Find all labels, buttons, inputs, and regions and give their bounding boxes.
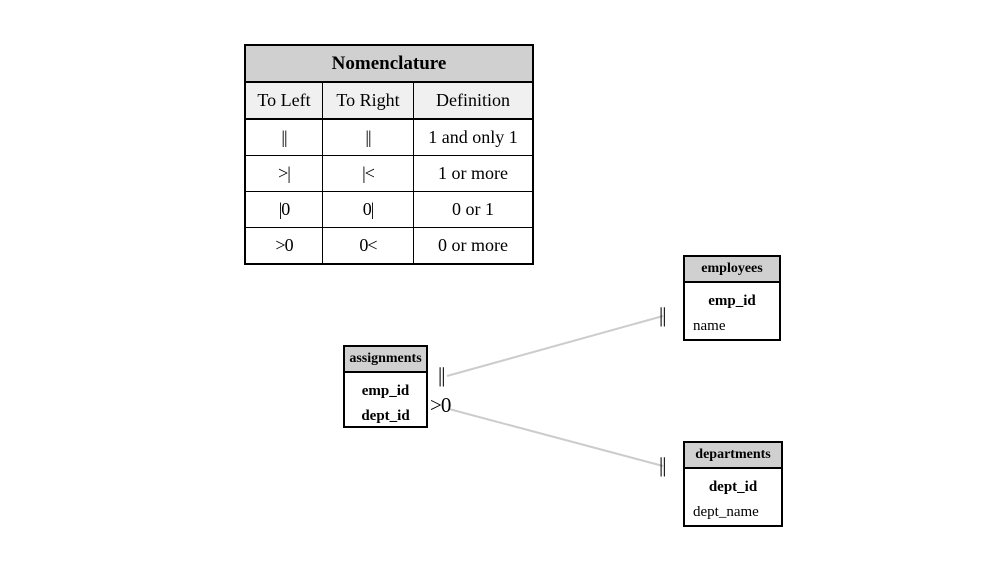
entity-departments[interactable]: departments dept_id dept_name (683, 441, 783, 527)
legend-definition: 1 and only 1 (413, 118, 534, 156)
nomenclature-legend: Nomenclature To Left To Right Definition… (244, 44, 534, 265)
legend-symbol-to-right: |< (322, 155, 414, 192)
field-departments-dept-id: dept_id (708, 479, 758, 495)
legend-col-header-to-right: To Right (322, 81, 414, 120)
entity-employees[interactable]: employees emp_id name (683, 255, 781, 341)
entity-departments-title: departments (685, 443, 781, 469)
relationship-line-assignments-employees (446, 315, 664, 377)
legend-col-header-definition: Definition (413, 81, 534, 120)
legend-symbol-to-right: 0| (322, 191, 414, 228)
field-departments-dept-name: dept_name (693, 504, 759, 520)
field-employees-emp-id: emp_id (708, 293, 756, 309)
legend-definition: 0 or more (413, 227, 534, 265)
legend-col-header-to-left: To Left (244, 81, 323, 120)
legend-row: >| |< 1 or more (244, 155, 534, 192)
legend-symbol-to-left: >0 (244, 227, 323, 265)
entity-employees-fields: emp_id name (685, 283, 779, 347)
field-assignments-emp-id: emp_id (361, 383, 410, 399)
legend-title-row: Nomenclature (244, 44, 534, 83)
legend-row: || || 1 and only 1 (244, 118, 534, 156)
legend-row: >0 0< 0 or more (244, 227, 534, 265)
relationship-line-assignments-departments (448, 408, 664, 467)
cardinality-assignments-to-departments: >0 (430, 393, 451, 417)
entity-assignments[interactable]: assignments emp_id dept_id (343, 345, 428, 428)
legend-symbol-to-left: |0 (244, 191, 323, 228)
field-employees-name: name (693, 318, 726, 334)
legend-symbol-to-left: || (244, 118, 323, 156)
cardinality-employees-to-assignments: || (659, 303, 666, 327)
entity-assignments-title: assignments (345, 347, 426, 373)
cardinality-departments-to-assignments: || (659, 453, 666, 477)
legend-definition: 1 or more (413, 155, 534, 192)
field-assignments-dept-id: dept_id (361, 408, 410, 424)
legend-header-row: To Left To Right Definition (244, 81, 534, 120)
legend-definition: 0 or 1 (413, 191, 534, 228)
legend-row: |0 0| 0 or 1 (244, 191, 534, 228)
entity-departments-fields: dept_id dept_name (685, 469, 781, 533)
legend-symbol-to-right: 0< (322, 227, 414, 265)
legend-symbol-to-left: >| (244, 155, 323, 192)
legend-title: Nomenclature (244, 44, 534, 83)
cardinality-assignments-to-employees: || (438, 363, 445, 387)
legend-symbol-to-right: || (322, 118, 414, 156)
entity-employees-title: employees (685, 257, 779, 283)
entity-assignments-fields: emp_id dept_id (345, 373, 426, 437)
